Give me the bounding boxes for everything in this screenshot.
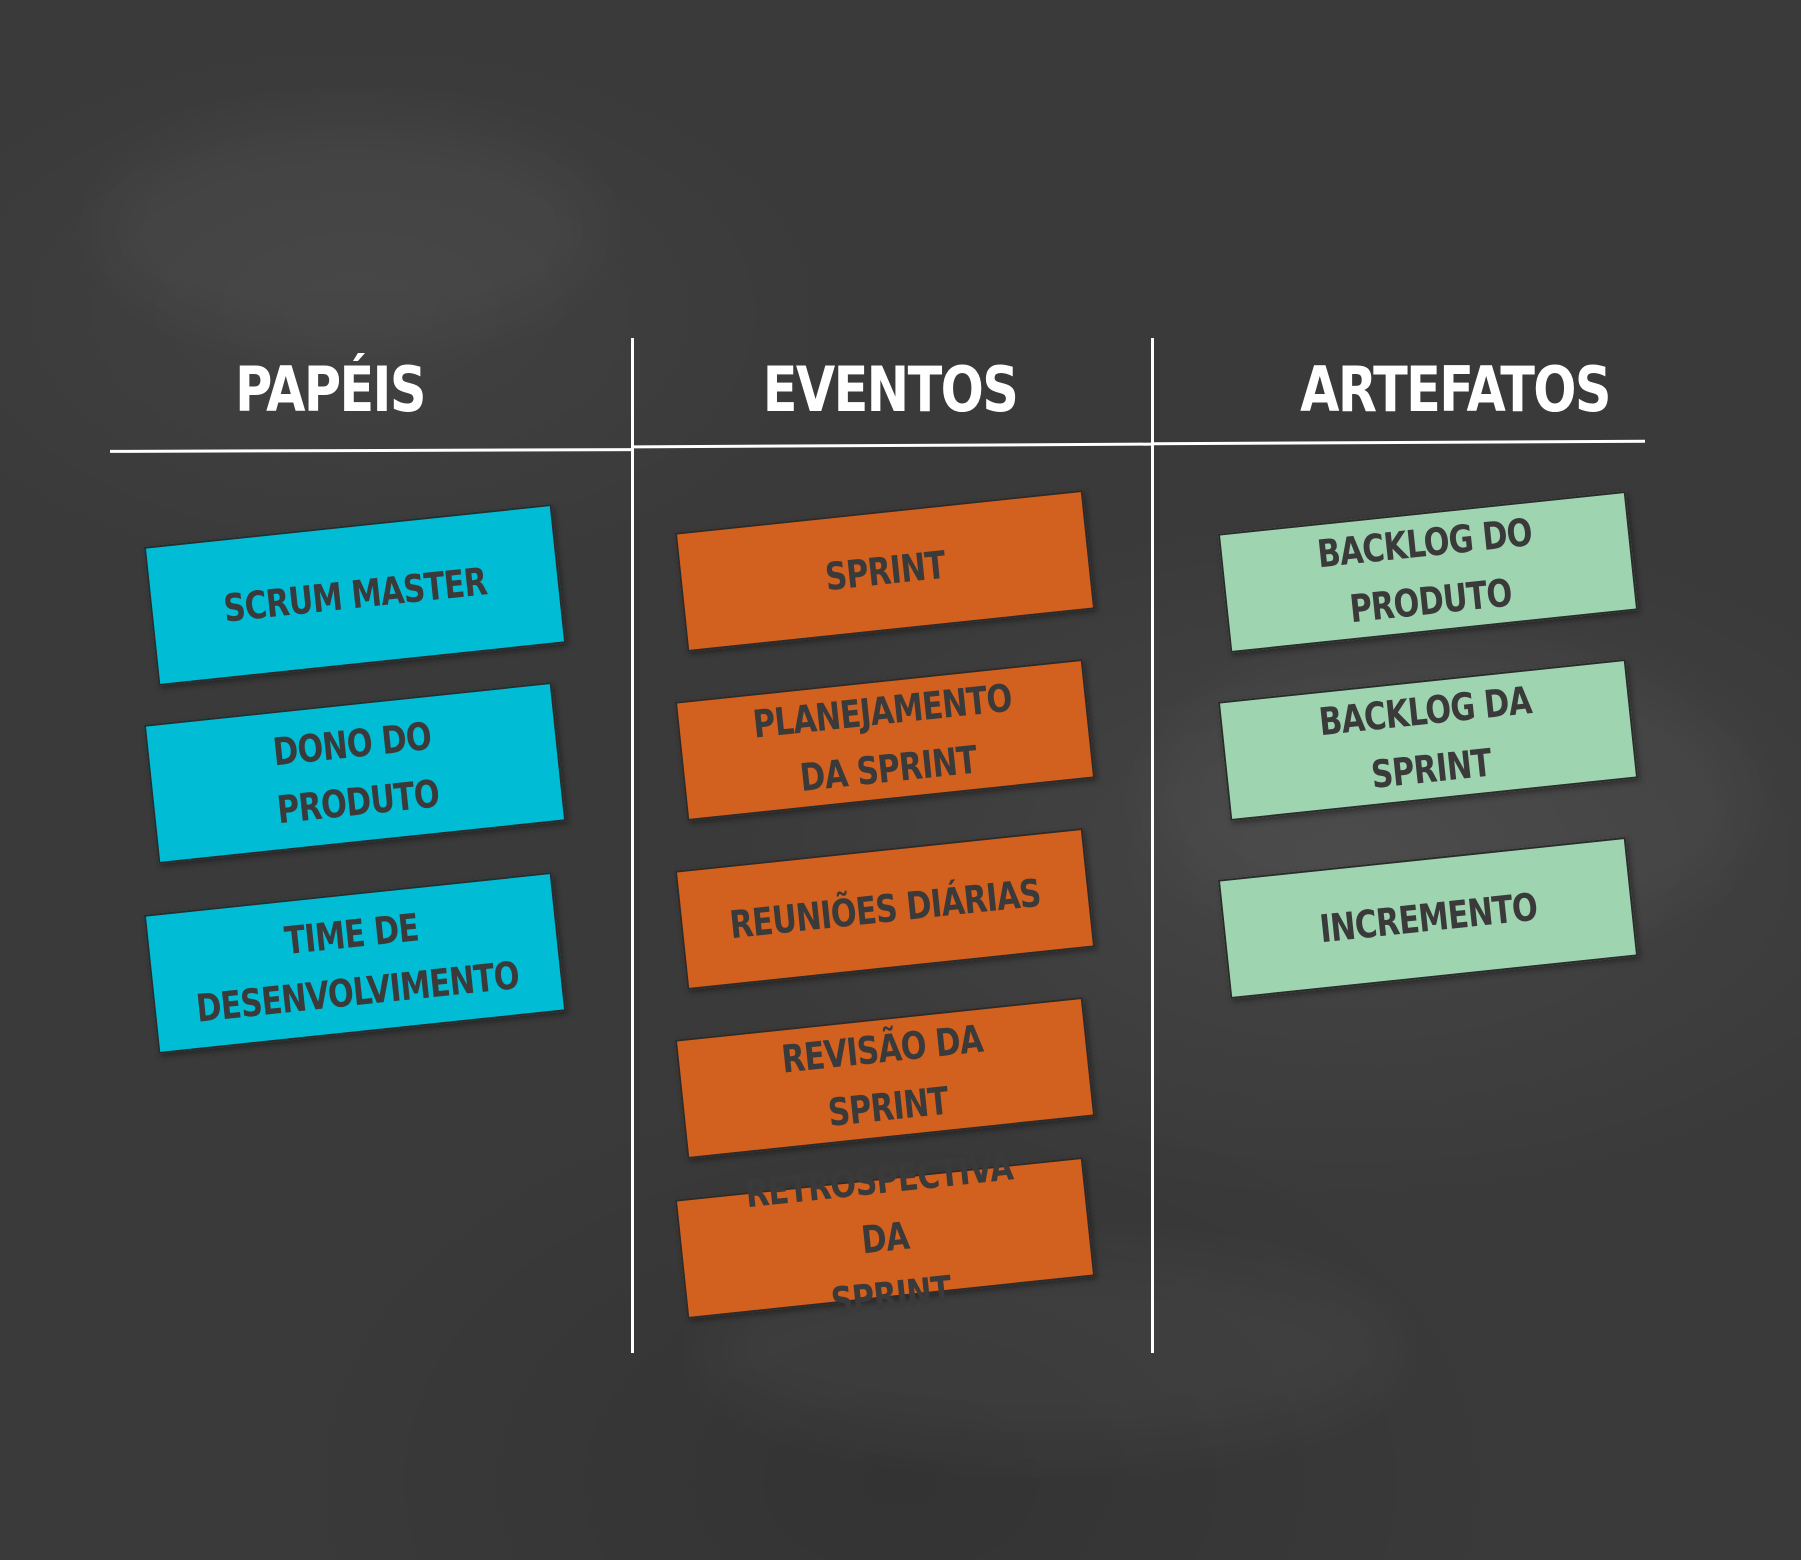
card-reunioes-diarias: REUNIÕES DIÁRIAS: [674, 827, 1096, 991]
divider-horizontal-artefatos: [1152, 439, 1646, 446]
card-label: DONO DO PRODUTO: [270, 713, 442, 833]
card-backlog-do-produto: BACKLOG DO PRODUTO: [1217, 490, 1639, 654]
divider-vertical-left: [631, 338, 634, 1353]
heading-artefatos: ARTEFATOS: [1300, 353, 1611, 426]
card-label: TIME DE DESENVOLVIMENTO: [194, 905, 522, 1031]
divider-horizontal-eventos: [632, 442, 1154, 449]
card-scrum-master: SCRUM MASTER: [143, 503, 567, 687]
card-planejamento-da-sprint: PLANEJAMENTO DA SPRINT: [674, 658, 1096, 822]
card-label: INCREMENTO: [1317, 884, 1539, 952]
card-label: BACKLOG DO PRODUTO: [1315, 510, 1535, 632]
card-label: REVISÃO DA SPRINT: [779, 1016, 985, 1136]
heading-papeis: PAPÉIS: [235, 353, 426, 426]
card-time-de-desenvolvimento: TIME DE DESENVOLVIMENTO: [143, 871, 567, 1055]
divider-vertical-right: [1151, 338, 1154, 1353]
card-retrospectiva-da-sprint: RETROSPECTIVA DA SPRINT: [674, 1144, 1096, 1324]
chalk-smudge: [100, 120, 600, 340]
card-dono-do-produto: DONO DO PRODUTO: [143, 681, 567, 865]
card-label: REUNIÕES DIÁRIAS: [727, 870, 1043, 948]
card-label: SCRUM MASTER: [221, 559, 489, 631]
card-label: BACKLOG DA SPRINT: [1316, 678, 1534, 798]
heading-eventos: EVENTOS: [762, 353, 1019, 426]
card-label: SPRINT: [822, 542, 948, 600]
card-sprint: SPRINT: [674, 489, 1096, 653]
card-label: PLANEJAMENTO DA SPRINT: [750, 675, 1014, 800]
card-label: RETROSPECTIVA DA SPRINT: [743, 1144, 1015, 1324]
divider-horizontal-papeis: [109, 448, 634, 453]
